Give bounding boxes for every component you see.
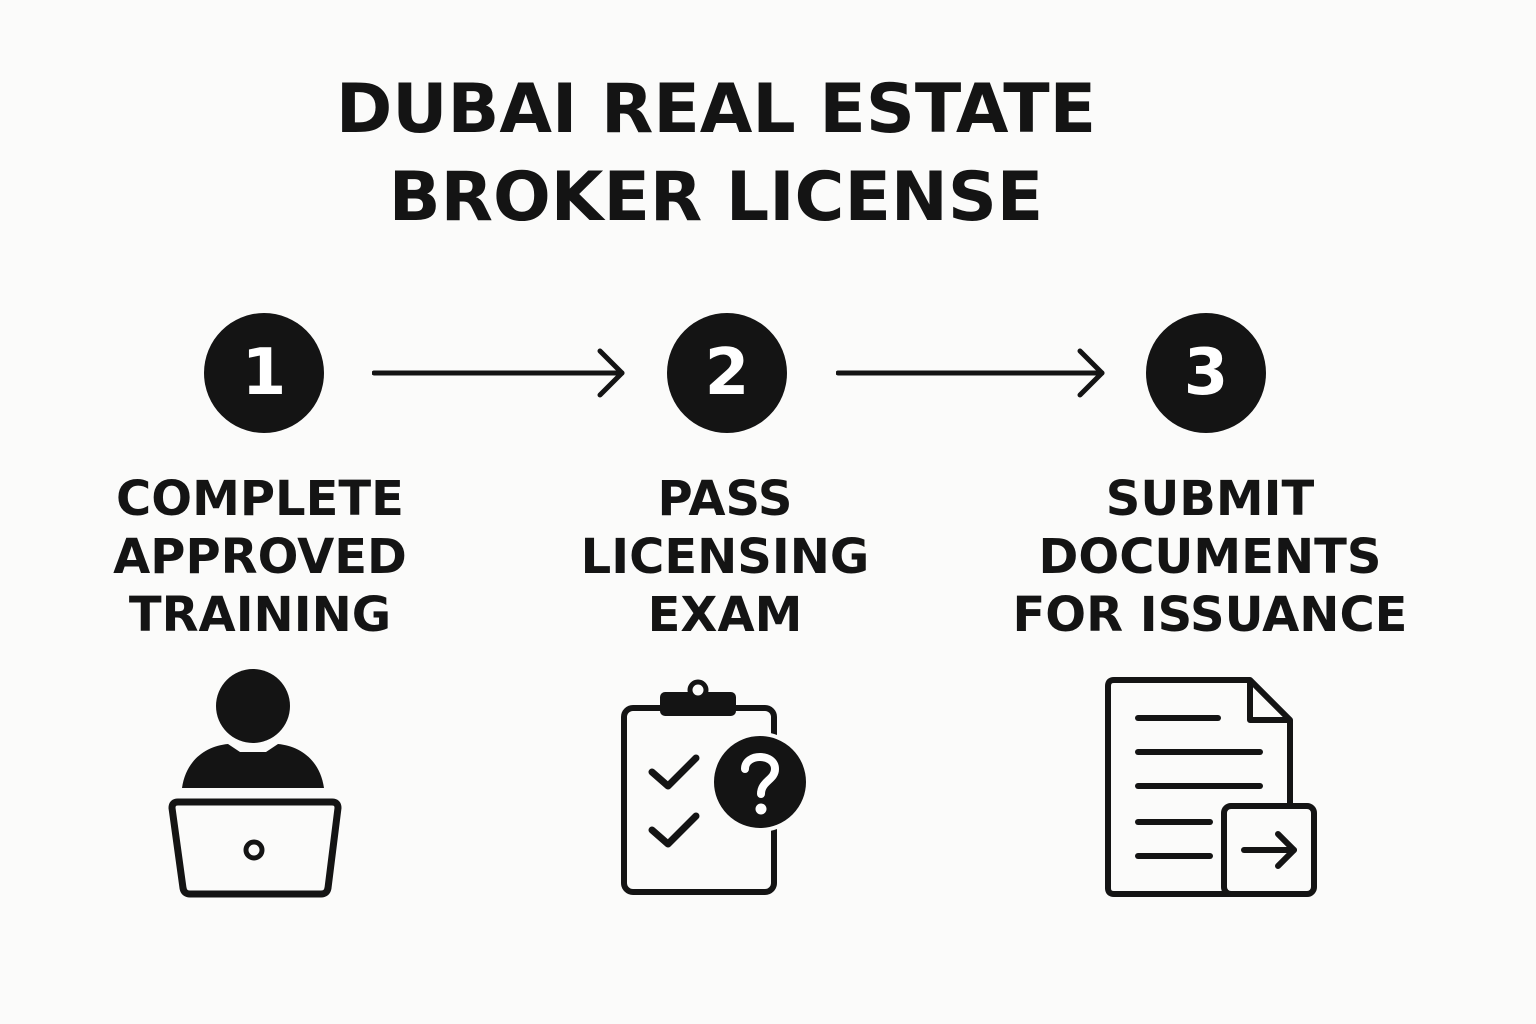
- step-2-label-line: PASS: [657, 471, 793, 527]
- step-3-label-line: FOR ISSUANCE: [1012, 587, 1408, 643]
- person-laptop-icon: [168, 669, 342, 898]
- step-1-label-line: APPROVED: [113, 529, 407, 585]
- step-1-label-line: COMPLETE: [116, 471, 404, 527]
- step-2-label-line: EXAM: [647, 587, 803, 643]
- step-3-badge: 3: [1146, 313, 1266, 433]
- step-2-badge: 2: [667, 313, 787, 433]
- arrow-right-icon: [372, 348, 625, 398]
- title-line-2: BROKER LICENSE: [388, 158, 1044, 237]
- title-line-1: DUBAI REAL ESTATE: [335, 70, 1097, 149]
- step-1-label-line: TRAINING: [128, 587, 392, 643]
- document-submit-icon: [1105, 677, 1317, 897]
- step-3-label: SUBMIT DOCUMENTS FOR ISSUANCE: [990, 470, 1430, 644]
- step-3-label-line: DOCUMENTS: [1038, 529, 1382, 585]
- clipboard-question-icon: [621, 679, 810, 895]
- arrow-right-icon: [836, 348, 1105, 398]
- step-1-label: COMPLETE APPROVED TRAINING: [80, 470, 440, 644]
- step-2-label: PASS LICENSING EXAM: [545, 470, 905, 644]
- step-2-label-line: LICENSING: [580, 529, 870, 585]
- step-3-label-line: SUBMIT: [1105, 471, 1315, 527]
- step-1-badge: 1: [204, 313, 324, 433]
